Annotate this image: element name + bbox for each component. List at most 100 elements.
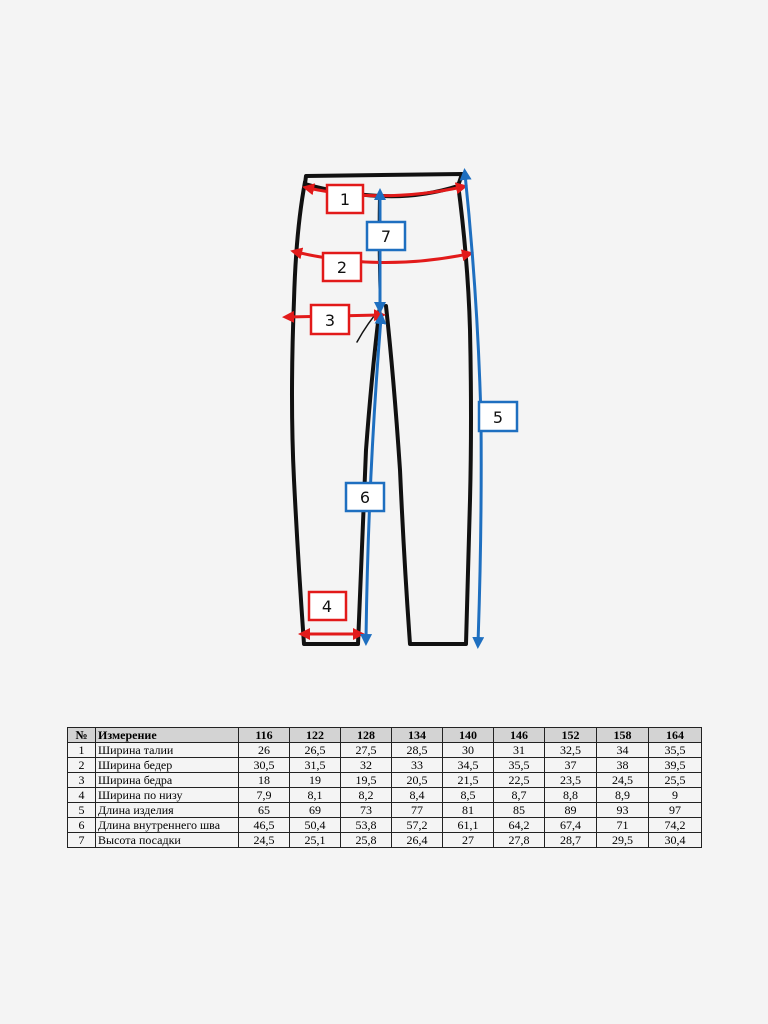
table-row: 7 Высота посадки 24,5 25,1 25,8 26,4 27 … [67, 832, 702, 848]
table-cell: 35,5 [648, 742, 702, 758]
row-number: 3 [67, 772, 96, 788]
label-4-text: 4 [322, 597, 332, 616]
table-cell: 23,5 [544, 772, 597, 788]
label-5-text: 5 [493, 408, 503, 427]
table-cell: 24,5 [596, 772, 649, 788]
table-cell: 46,5 [238, 817, 290, 833]
table-cell: 25,1 [289, 832, 341, 848]
table-cell: 19 [289, 772, 341, 788]
table-cell: 97 [648, 802, 702, 818]
row-measurement-name: Ширина талии [95, 742, 239, 758]
table-row: 1 Ширина талии 26 26,5 27,5 28,5 30 31 3… [67, 742, 702, 758]
table-cell: 93 [596, 802, 649, 818]
table-cell: 8,4 [391, 787, 443, 803]
table-cell: 26,5 [289, 742, 341, 758]
label-2: 2 [321, 251, 363, 283]
label-7-text: 7 [381, 227, 391, 246]
row-measurement-name: Длина изделия [95, 802, 239, 818]
table-cell: 65 [238, 802, 290, 818]
table-cell: 31,5 [289, 757, 341, 773]
table-cell: 32,5 [544, 742, 597, 758]
table-body: 1 Ширина талии 26 26,5 27,5 28,5 30 31 3… [67, 742, 702, 848]
table-cell: 8,2 [340, 787, 392, 803]
table-cell: 73 [340, 802, 392, 818]
table-cell: 37 [544, 757, 597, 773]
table-cell: 71 [596, 817, 649, 833]
header-size: 116 [238, 727, 290, 743]
table-cell: 81 [442, 802, 494, 818]
label-6-text: 6 [360, 488, 370, 507]
row-measurement-name: Высота посадки [95, 832, 239, 848]
table-cell: 27,5 [340, 742, 392, 758]
table-cell: 57,2 [391, 817, 443, 833]
table-cell: 39,5 [648, 757, 702, 773]
table-cell: 31 [493, 742, 545, 758]
table-cell: 53,8 [340, 817, 392, 833]
table-cell: 28,5 [391, 742, 443, 758]
table-cell: 8,1 [289, 787, 341, 803]
table-cell: 27 [442, 832, 494, 848]
table-cell: 50,4 [289, 817, 341, 833]
row-measurement-name: Ширина бедер [95, 757, 239, 773]
measure-line-6 [360, 312, 387, 646]
table-cell: 64,2 [493, 817, 545, 833]
row-number: 7 [67, 832, 96, 848]
table-cell: 29,5 [596, 832, 649, 848]
table-cell: 8,5 [442, 787, 494, 803]
header-size: 122 [289, 727, 341, 743]
label-2-text: 2 [337, 258, 347, 277]
table-cell: 8,7 [493, 787, 545, 803]
row-number: 1 [67, 742, 96, 758]
table-cell: 61,1 [442, 817, 494, 833]
table-cell: 34,5 [442, 757, 494, 773]
row-measurement-name: Длина внутреннего шва [95, 817, 239, 833]
row-number: 2 [67, 757, 96, 773]
pants-measurement-diagram: 1 2 3 4 5 6 7 [282, 168, 519, 649]
table-cell: 32 [340, 757, 392, 773]
table-cell: 85 [493, 802, 545, 818]
table-cell: 27,8 [493, 832, 545, 848]
table-cell: 9 [648, 787, 702, 803]
table-cell: 20,5 [391, 772, 443, 788]
table-cell: 25,5 [648, 772, 702, 788]
table-cell: 30,5 [238, 757, 290, 773]
header-size: 164 [648, 727, 702, 743]
header-size: 158 [596, 727, 649, 743]
table-row: 5 Длина изделия 65 69 73 77 81 85 89 93 … [67, 802, 702, 818]
header-measurement: Измерение [95, 727, 239, 743]
table-cell: 33 [391, 757, 443, 773]
table-cell: 77 [391, 802, 443, 818]
table-row: 6 Длина внутреннего шва 46,5 50,4 53,8 5… [67, 817, 702, 833]
table-cell: 89 [544, 802, 597, 818]
row-number: 5 [67, 802, 96, 818]
table-cell: 26 [238, 742, 290, 758]
table-cell: 7,9 [238, 787, 290, 803]
header-size: 134 [391, 727, 443, 743]
label-1-text: 1 [340, 190, 350, 209]
table-cell: 35,5 [493, 757, 545, 773]
table-row: 2 Ширина бедер 30,5 31,5 32 33 34,5 35,5… [67, 757, 702, 773]
table-cell: 67,4 [544, 817, 597, 833]
table-cell: 34 [596, 742, 649, 758]
table-cell: 30 [442, 742, 494, 758]
table-cell: 19,5 [340, 772, 392, 788]
table-cell: 24,5 [238, 832, 290, 848]
label-6: 6 [344, 481, 386, 513]
row-number: 6 [67, 817, 96, 833]
right-leg-outline [384, 182, 473, 646]
size-table: № Измерение 116 122 128 134 140 146 152 … [67, 727, 702, 848]
table-row: 4 Ширина по низу 7,9 8,1 8,2 8,4 8,5 8,7… [67, 787, 702, 803]
header-size: 140 [442, 727, 494, 743]
row-measurement-name: Ширина бедра [95, 772, 239, 788]
table-cell: 18 [238, 772, 290, 788]
header-number: № [67, 727, 96, 743]
table-cell: 8,9 [596, 787, 649, 803]
table-cell: 22,5 [493, 772, 545, 788]
row-measurement-name: Ширина по низу [95, 787, 239, 803]
header-size: 152 [544, 727, 597, 743]
table-cell: 26,4 [391, 832, 443, 848]
table-cell: 8,8 [544, 787, 597, 803]
label-5: 5 [477, 400, 519, 433]
label-1: 1 [325, 183, 365, 215]
label-7: 7 [365, 220, 407, 252]
